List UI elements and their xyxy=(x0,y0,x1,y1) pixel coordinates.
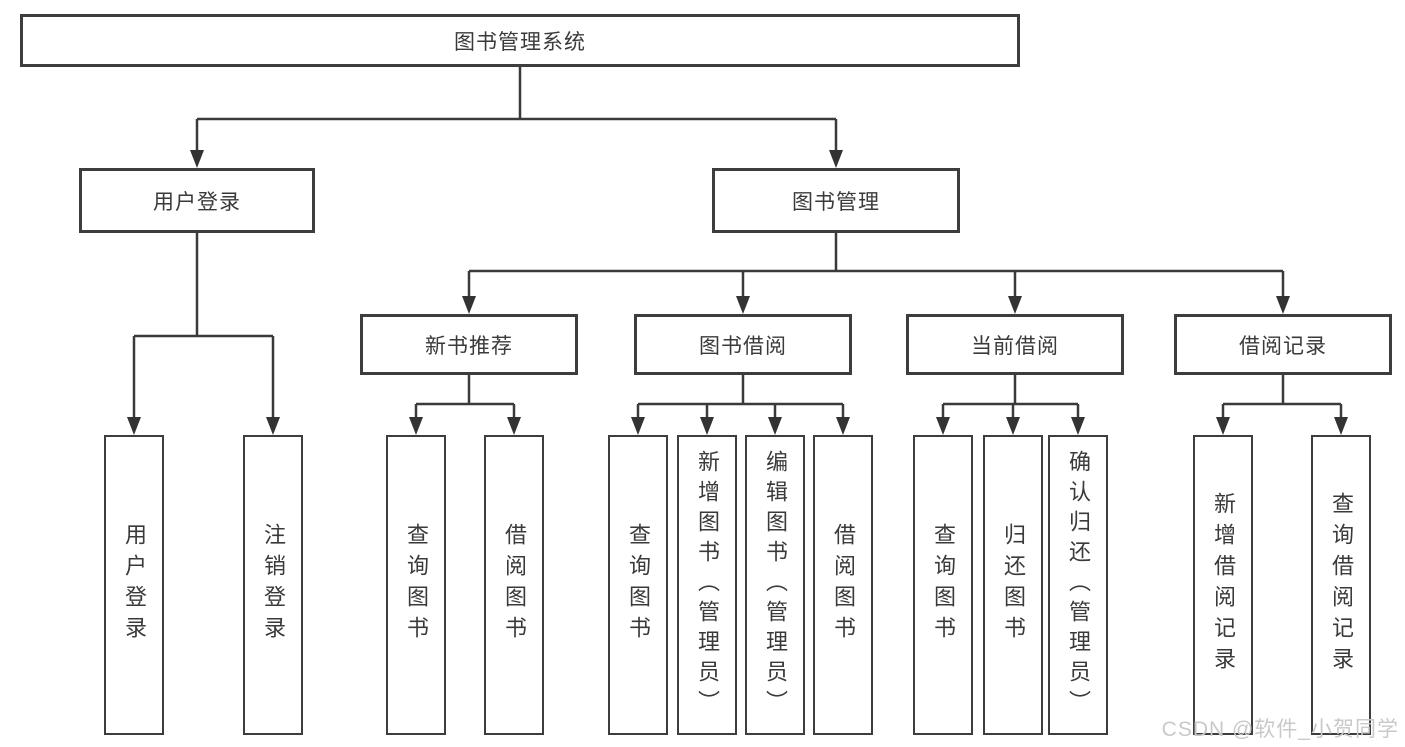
leaf-query-books-recommend-label: 查询图书 xyxy=(404,523,429,647)
leaf-edit-books-admin-label: 编辑图书（管理员） xyxy=(763,450,788,720)
node-new-book-recommend: 新书推荐 xyxy=(360,314,578,375)
leaf-borrow-books-recommend-label: 借阅图书 xyxy=(502,523,527,647)
leaf-query-books-borrowing-label: 查询图书 xyxy=(626,523,651,647)
leaf-borrow-books-recommend: 借阅图书 xyxy=(484,435,544,735)
leaf-return-books-label: 归还图书 xyxy=(1001,523,1026,647)
leaf-query-borrow-record: 查询借阅记录 xyxy=(1311,435,1371,735)
leaf-add-borrow-record-label: 新增借阅记录 xyxy=(1211,492,1236,678)
leaf-add-books-admin: 新增图书（管理员） xyxy=(677,435,737,735)
leaf-query-books-current-label: 查询图书 xyxy=(931,523,956,647)
node-library-management-system: 图书管理系统 xyxy=(20,14,1020,67)
leaf-query-books-borrowing: 查询图书 xyxy=(608,435,668,735)
leaf-borrow-books-borrowing-label: 借阅图书 xyxy=(831,523,856,647)
leaf-return-books: 归还图书 xyxy=(983,435,1043,735)
leaf-confirm-return-admin-label: 确认归还（管理员） xyxy=(1066,450,1091,720)
node-current-borrowing-label: 当前借阅 xyxy=(971,334,1059,358)
leaf-query-books-current: 查询图书 xyxy=(913,435,973,735)
node-user-login-group: 用户登录 xyxy=(79,168,315,233)
node-book-management-group-label: 图书管理 xyxy=(792,190,880,214)
leaf-query-borrow-record-label: 查询借阅记录 xyxy=(1329,492,1354,678)
node-book-management-group: 图书管理 xyxy=(712,168,960,233)
leaf-user-login: 用户登录 xyxy=(104,435,164,735)
node-book-borrowing: 图书借阅 xyxy=(634,314,852,375)
csdn-watermark: CSDN @软件_小贺同学 xyxy=(1161,718,1399,741)
node-borrowing-records: 借阅记录 xyxy=(1174,314,1392,375)
leaf-edit-books-admin: 编辑图书（管理员） xyxy=(745,435,805,735)
node-library-management-system-label: 图书管理系统 xyxy=(454,30,586,54)
leaf-add-borrow-record: 新增借阅记录 xyxy=(1193,435,1253,735)
leaf-borrow-books-borrowing: 借阅图书 xyxy=(813,435,873,735)
node-user-login-group-label: 用户登录 xyxy=(153,190,241,214)
leaf-user-login-label: 用户登录 xyxy=(122,523,147,647)
node-borrowing-records-label: 借阅记录 xyxy=(1239,334,1327,358)
leaf-query-books-recommend: 查询图书 xyxy=(386,435,446,735)
arrowhead-icons xyxy=(127,150,1348,435)
leaf-logout: 注销登录 xyxy=(243,435,303,735)
leaf-add-books-admin-label: 新增图书（管理员） xyxy=(695,450,720,720)
leaf-logout-label: 注销登录 xyxy=(261,523,286,647)
node-current-borrowing: 当前借阅 xyxy=(906,314,1124,375)
node-new-book-recommend-label: 新书推荐 xyxy=(425,334,513,358)
node-book-borrowing-label: 图书借阅 xyxy=(699,334,787,358)
leaf-confirm-return-admin: 确认归还（管理员） xyxy=(1048,435,1108,735)
